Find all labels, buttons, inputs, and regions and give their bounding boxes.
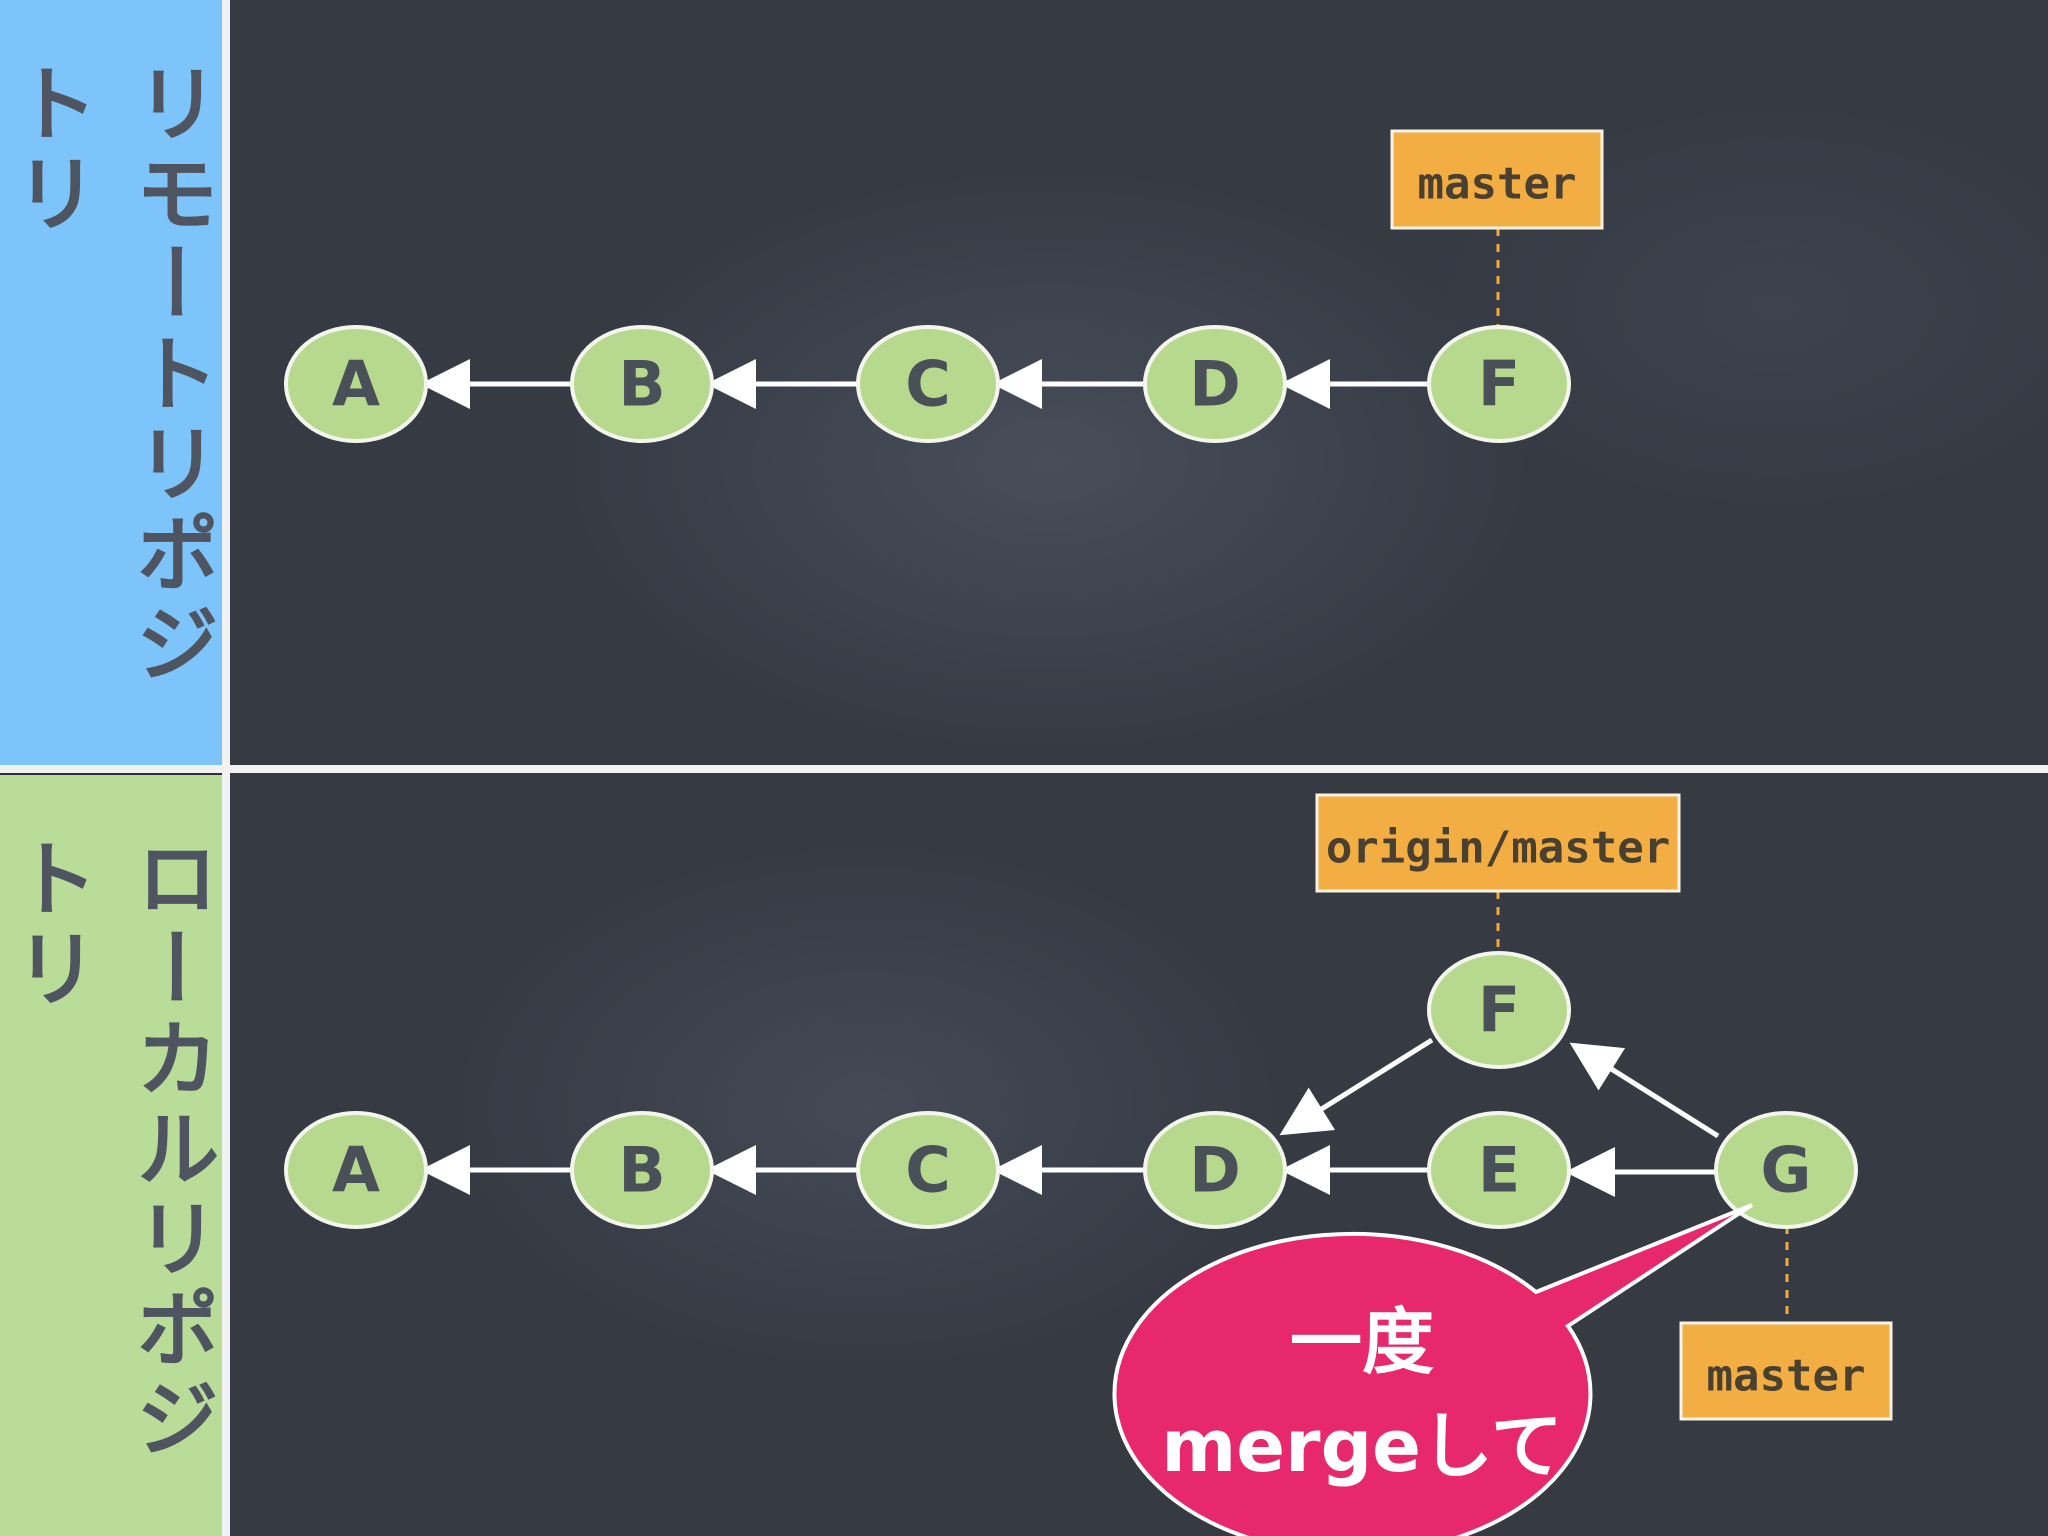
remote-commit-f [1427,325,1571,443]
local-commit-c-label: C [905,1134,951,1207]
callout-line-1: 一度 [1290,1300,1434,1384]
remote-commit-f-label: F [1478,348,1520,421]
callout-line-2: mergeして [1161,1404,1563,1488]
local-commit-f-label: F [1478,974,1520,1047]
remote-commit-a-label: A [332,348,380,421]
remote-commit-b [570,325,714,443]
local-edge-f-d [1279,1037,1434,1136]
local-master-tag [1679,1321,1893,1421]
local-commit-e-label: E [1478,1134,1520,1207]
remote-master-tag-label: master [1418,159,1577,210]
local-commit-f [1427,951,1571,1069]
remote-repository-label: リモートリポジトリ [1,60,220,690]
remote-commit-c [856,325,1000,443]
local-commit-g [1714,1111,1858,1229]
local-commit-graph: origin/master master A B C D E F G [284,793,1893,1421]
local-commit-e [1427,1111,1571,1229]
local-master-tag-label: master [1707,1351,1866,1402]
local-edge-g-f [1569,1042,1720,1139]
local-commit-a [284,1111,428,1229]
remote-commit-c-label: C [905,348,951,421]
merge-callout: 一度 mergeして [1112,1203,1754,1536]
local-commit-c [856,1111,1000,1229]
local-commit-b-label: B [618,1134,665,1207]
remote-master-tag [1390,129,1604,230]
origin-master-tag-label: origin/master [1326,823,1670,874]
local-commit-g-label: G [1761,1134,1812,1207]
remote-commit-graph: master A B C D F [284,129,1604,443]
remote-commit-d-label: D [1189,348,1240,421]
local-commit-a-label: A [332,1134,380,1207]
local-repository-panel: ローカルリポジトリ [0,775,222,1536]
callout-bubble [1112,1203,1754,1536]
remote-commit-a [284,325,428,443]
local-repository-label: ローカルリポジトリ [1,835,220,1465]
local-commit-d-label: D [1189,1134,1240,1207]
remote-commit-b-label: B [618,348,665,421]
remote-commit-d [1143,325,1287,443]
remote-repository-panel: リモートリポジトリ [0,0,222,765]
local-commit-d [1143,1111,1287,1229]
horizontal-divider [0,765,2048,773]
origin-master-tag [1315,793,1681,893]
local-commit-b [570,1111,714,1229]
